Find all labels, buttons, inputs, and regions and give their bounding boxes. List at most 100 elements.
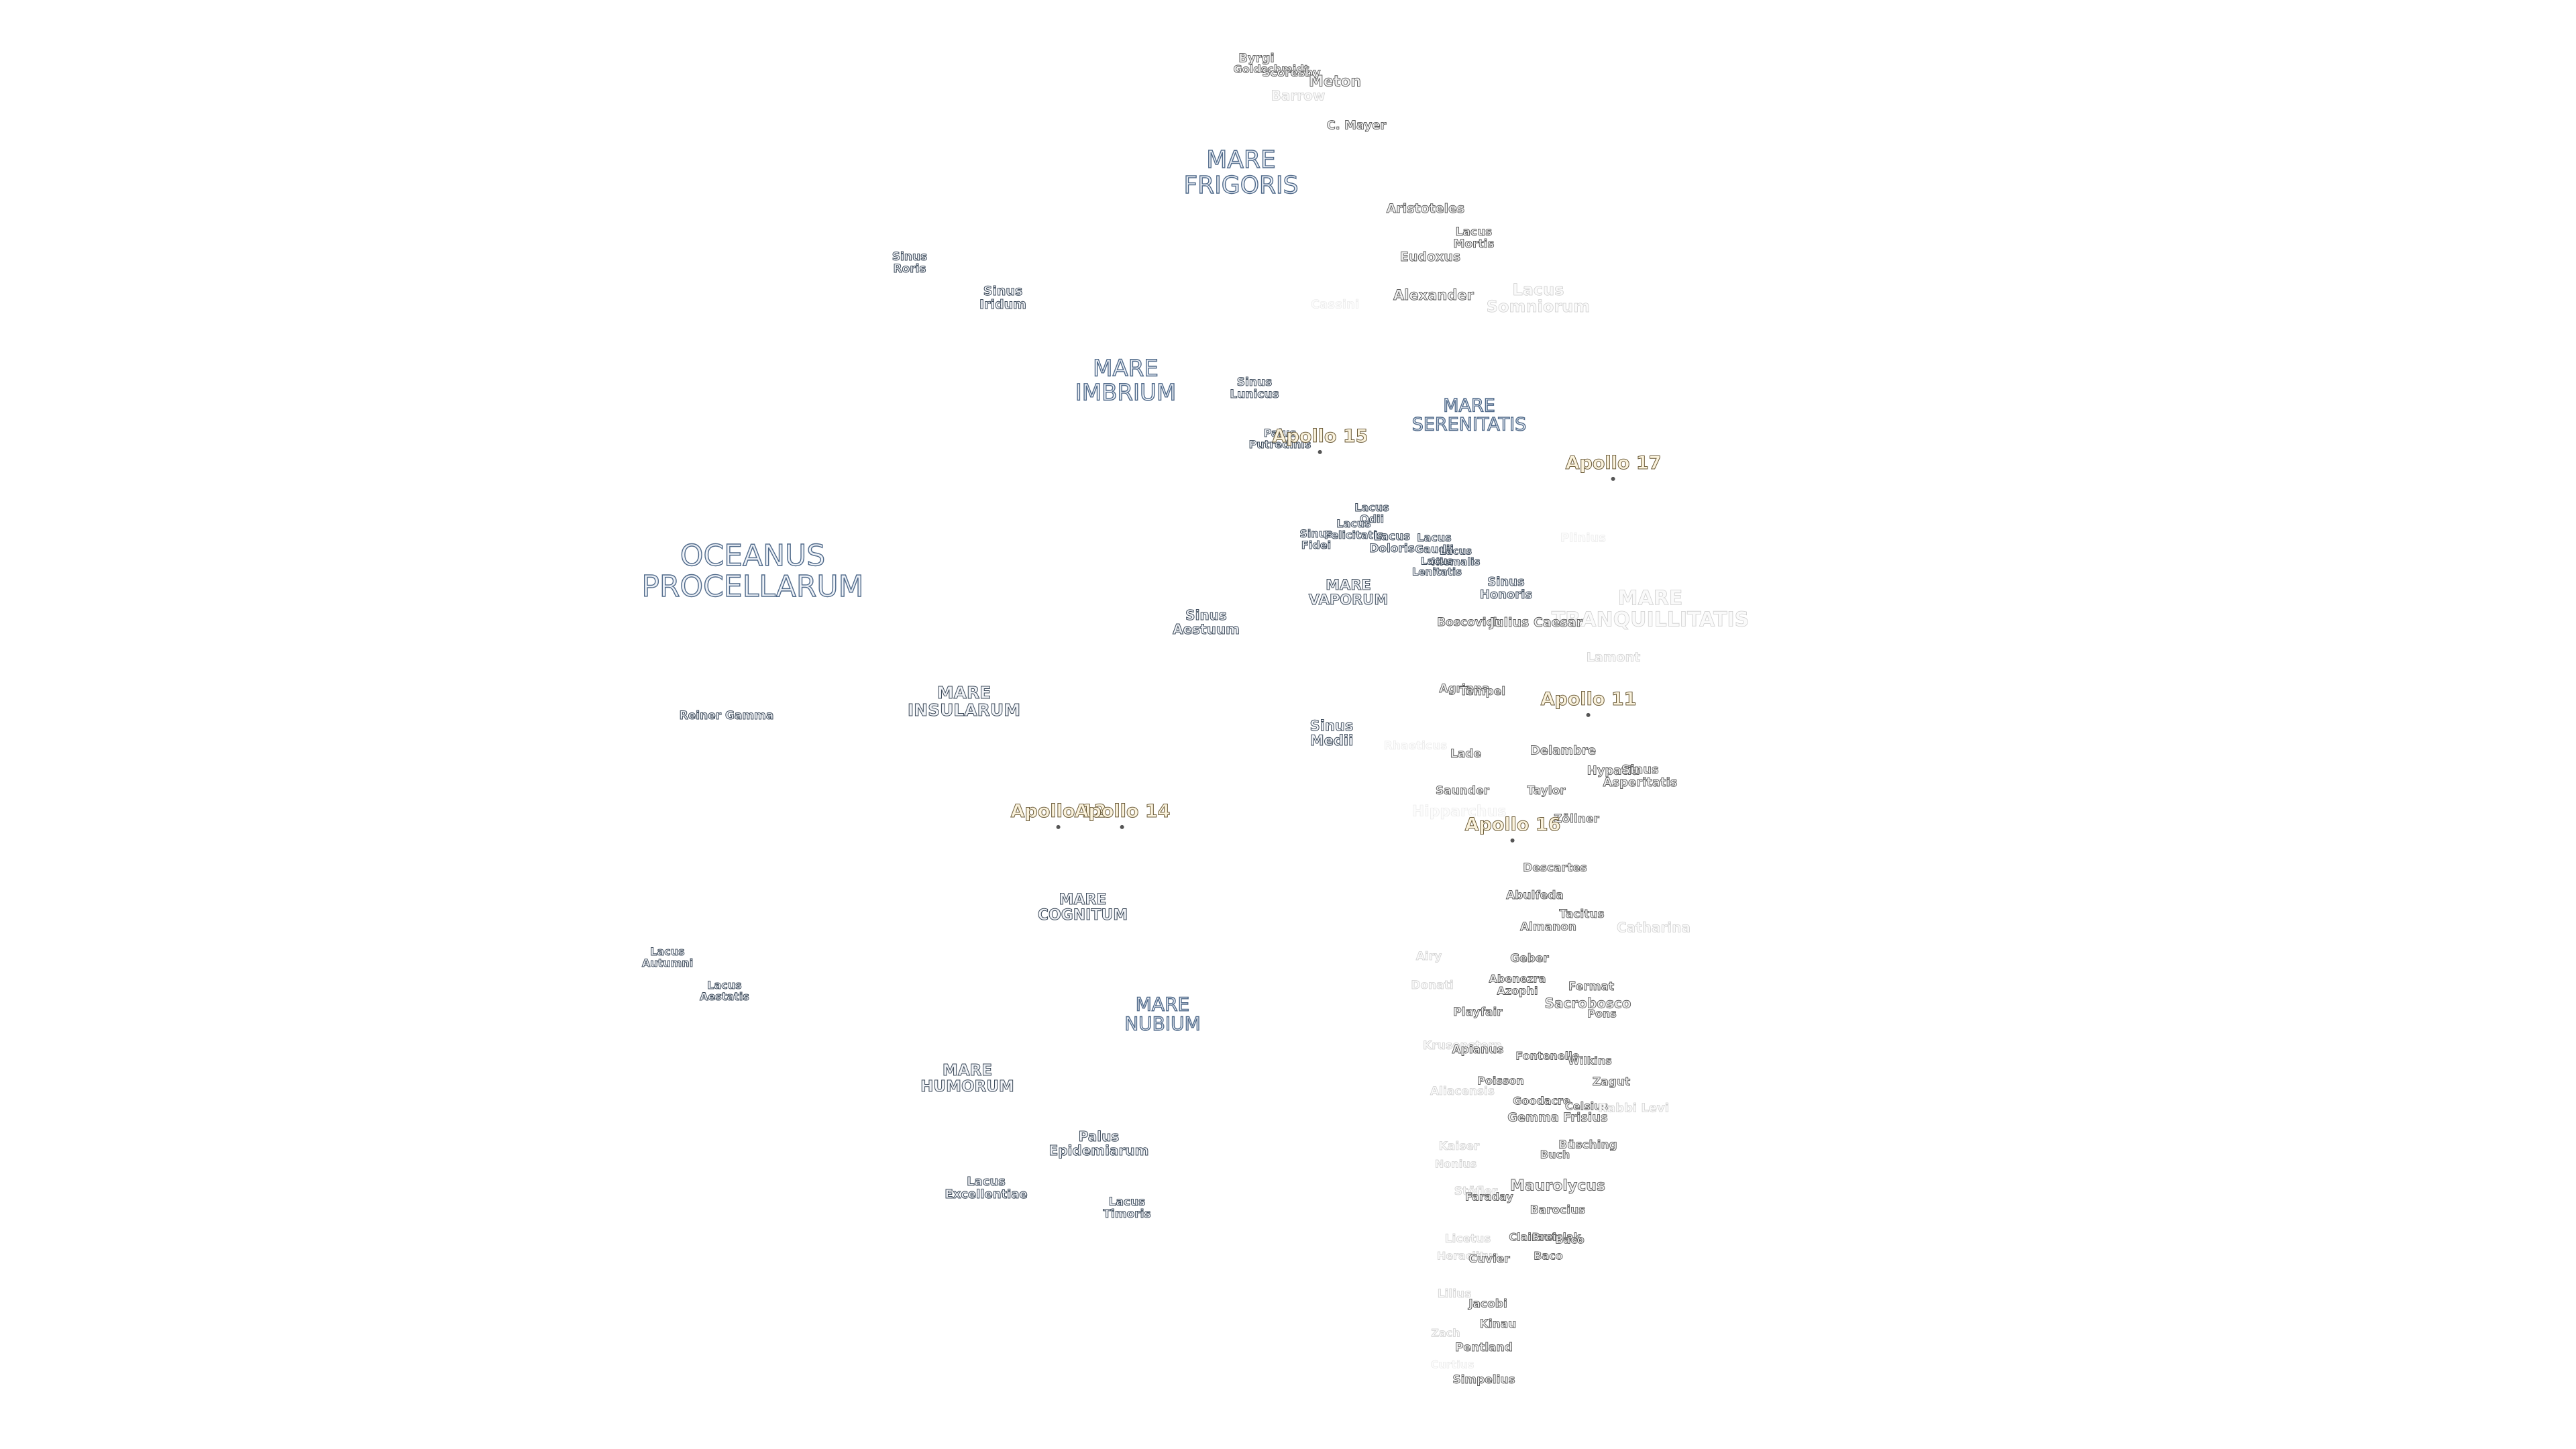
map-place-label: Lacus Excellentiae — [945, 1175, 1028, 1201]
map-place-label: Lacus Doloris — [1369, 530, 1415, 555]
map-place-label: Nonius — [1434, 1157, 1477, 1171]
apollo-landing-site-label: Apollo 12 — [1010, 801, 1107, 830]
map-place-label: Palus Putredinis — [1248, 427, 1311, 451]
map-place-label: Zach — [1431, 1326, 1460, 1340]
map-place-label: Kaiser — [1438, 1140, 1480, 1154]
map-place-label: Lacus Gaudii — [1415, 531, 1454, 555]
map-place-label: Lacus Odii — [1354, 501, 1389, 525]
map-place-label: Lacus Lenitatis — [1411, 555, 1462, 578]
map-place-label: Sinus Lunicus — [1230, 376, 1279, 401]
map-place-label: Maurolycus — [1509, 1177, 1606, 1195]
map-place-label: Lacus Mortis — [1453, 225, 1495, 251]
landing-site-marker-icon — [1318, 450, 1322, 455]
apollo-landing-site-label: Apollo 14 — [1074, 801, 1171, 830]
map-place-label: Hipparchus — [1411, 803, 1507, 820]
map-place-label: Donati — [1411, 979, 1454, 993]
landing-site-marker-icon — [1587, 713, 1591, 718]
map-place-label: Heraclitus — [1437, 1249, 1499, 1263]
map-place-label: Scoresby — [1262, 66, 1321, 80]
map-place-label: Zagut — [1592, 1075, 1631, 1089]
map-place-label: Fontenelle — [1515, 1049, 1580, 1063]
map-place-label: Boscovich — [1437, 616, 1502, 630]
map-place-label: Lamont — [1586, 650, 1641, 665]
map-place-label: Curtius — [1430, 1358, 1474, 1371]
map-place-label: Lilius — [1437, 1287, 1472, 1301]
map-place-label: Cuvier — [1468, 1252, 1510, 1267]
map-place-label: Gemma Frisius — [1507, 1110, 1608, 1125]
map-place-label: Tacitus — [1559, 908, 1605, 922]
map-place-label: Jacobi — [1468, 1297, 1507, 1311]
map-place-label: Azophi — [1497, 984, 1538, 998]
map-place-label: Sinus Fidei — [1299, 527, 1333, 551]
map-place-label: Delambre — [1529, 743, 1597, 758]
map-place-label: Zöllner — [1554, 812, 1600, 826]
map-place-label: Buch — [1540, 1148, 1570, 1161]
map-place-label: Baco — [1534, 1249, 1563, 1263]
map-place-label: Airy — [1415, 950, 1442, 964]
map-place-label: Barocius — [1529, 1203, 1586, 1218]
map-place-label: MARE HUMORUM — [920, 1061, 1015, 1095]
map-place-label: Fermat — [1568, 980, 1615, 994]
map-place-label: MARE INSULARUM — [907, 682, 1021, 720]
map-place-label: Clairaut — [1509, 1230, 1557, 1244]
map-place-label: Pons — [1587, 1007, 1617, 1020]
map-place-label: Pentland — [1455, 1341, 1513, 1355]
map-place-label: Descartes — [1523, 861, 1587, 875]
map-place-label: Geber — [1510, 952, 1549, 966]
map-place-label: Baco — [1555, 1233, 1585, 1246]
map-place-label: Simpelius — [1452, 1373, 1515, 1387]
map-place-label: Lacus Hiemalis — [1431, 545, 1481, 568]
map-place-label: MARE VAPORUM — [1308, 576, 1389, 608]
map-place-label: Alexander — [1393, 286, 1474, 303]
map-place-label: Sinus Roris — [892, 250, 928, 276]
map-place-label: Rhaeticus — [1383, 739, 1448, 753]
map-place-label: Aristoteles — [1386, 201, 1465, 217]
map-place-label: Krusenstern — [1423, 1039, 1502, 1053]
map-place-label: Licetus — [1444, 1232, 1491, 1246]
map-place-label: Lacus Autumni — [641, 945, 694, 969]
map-place-label: Faraday — [1465, 1190, 1514, 1203]
apollo-landing-site-label: Apollo 11 — [1540, 689, 1637, 718]
map-place-label: Catharina — [1617, 919, 1691, 936]
map-place-label: Goodacre — [1513, 1094, 1570, 1108]
map-place-label: Goldschmidt — [1233, 62, 1309, 76]
map-place-label: Sinus Honoris — [1479, 575, 1533, 602]
map-place-label: Lacus Felicitatis — [1324, 517, 1384, 541]
map-place-label: Cassini — [1311, 297, 1360, 312]
map-place-label: MARE COGNITUM — [1037, 891, 1128, 924]
map-place-label: Julius Caesar — [1489, 615, 1583, 631]
map-place-label: Tempel — [1459, 685, 1506, 699]
apollo-landing-site-label: Apollo 16 — [1464, 814, 1561, 843]
map-place-label: Büsching — [1558, 1138, 1617, 1152]
map-place-label: Plinius — [1560, 531, 1607, 545]
map-place-label: Aliacensis — [1430, 1085, 1495, 1099]
landing-site-marker-icon — [1511, 839, 1515, 843]
map-place-label: Celsius — [1565, 1099, 1609, 1113]
map-place-label: MARE NUBIUM — [1124, 993, 1201, 1035]
map-place-label: Apianus — [1452, 1043, 1504, 1057]
map-place-label: Saunder — [1435, 784, 1490, 798]
map-place-label: MARE SERENITATIS — [1411, 395, 1527, 435]
map-place-label: Meton — [1308, 73, 1362, 91]
map-place-label: MARE IMBRIUM — [1075, 355, 1177, 406]
map-place-label: OCEANUS PROCELLARUM — [641, 538, 865, 604]
map-place-label: Sinus Iridum — [979, 284, 1027, 312]
map-place-label: Stöfler — [1454, 1185, 1498, 1199]
map-place-label: Breislak — [1532, 1230, 1581, 1244]
map-place-label: Almanon — [1519, 920, 1577, 934]
map-place-label: Eudoxus — [1399, 250, 1461, 265]
map-place-label: C. Mayer — [1326, 118, 1387, 133]
map-place-label: Reiner Gamma — [679, 709, 774, 723]
apollo-landing-site-label: Apollo 15 — [1272, 426, 1368, 455]
map-place-label: Abenezra — [1489, 972, 1546, 985]
landing-site-marker-icon — [1120, 825, 1124, 830]
map-place-label: Lacus Aestatis — [700, 979, 750, 1003]
map-place-label: Lade — [1450, 747, 1482, 761]
map-place-label: Barrow — [1271, 87, 1326, 104]
map-place-label: Sinus Asperitatis — [1603, 763, 1678, 790]
map-place-label: Playfair — [1453, 1006, 1503, 1020]
map-place-label: Wilkins — [1568, 1054, 1613, 1067]
map-place-label: Hypatia — [1587, 763, 1640, 778]
map-place-label: Agrippa — [1439, 682, 1490, 696]
